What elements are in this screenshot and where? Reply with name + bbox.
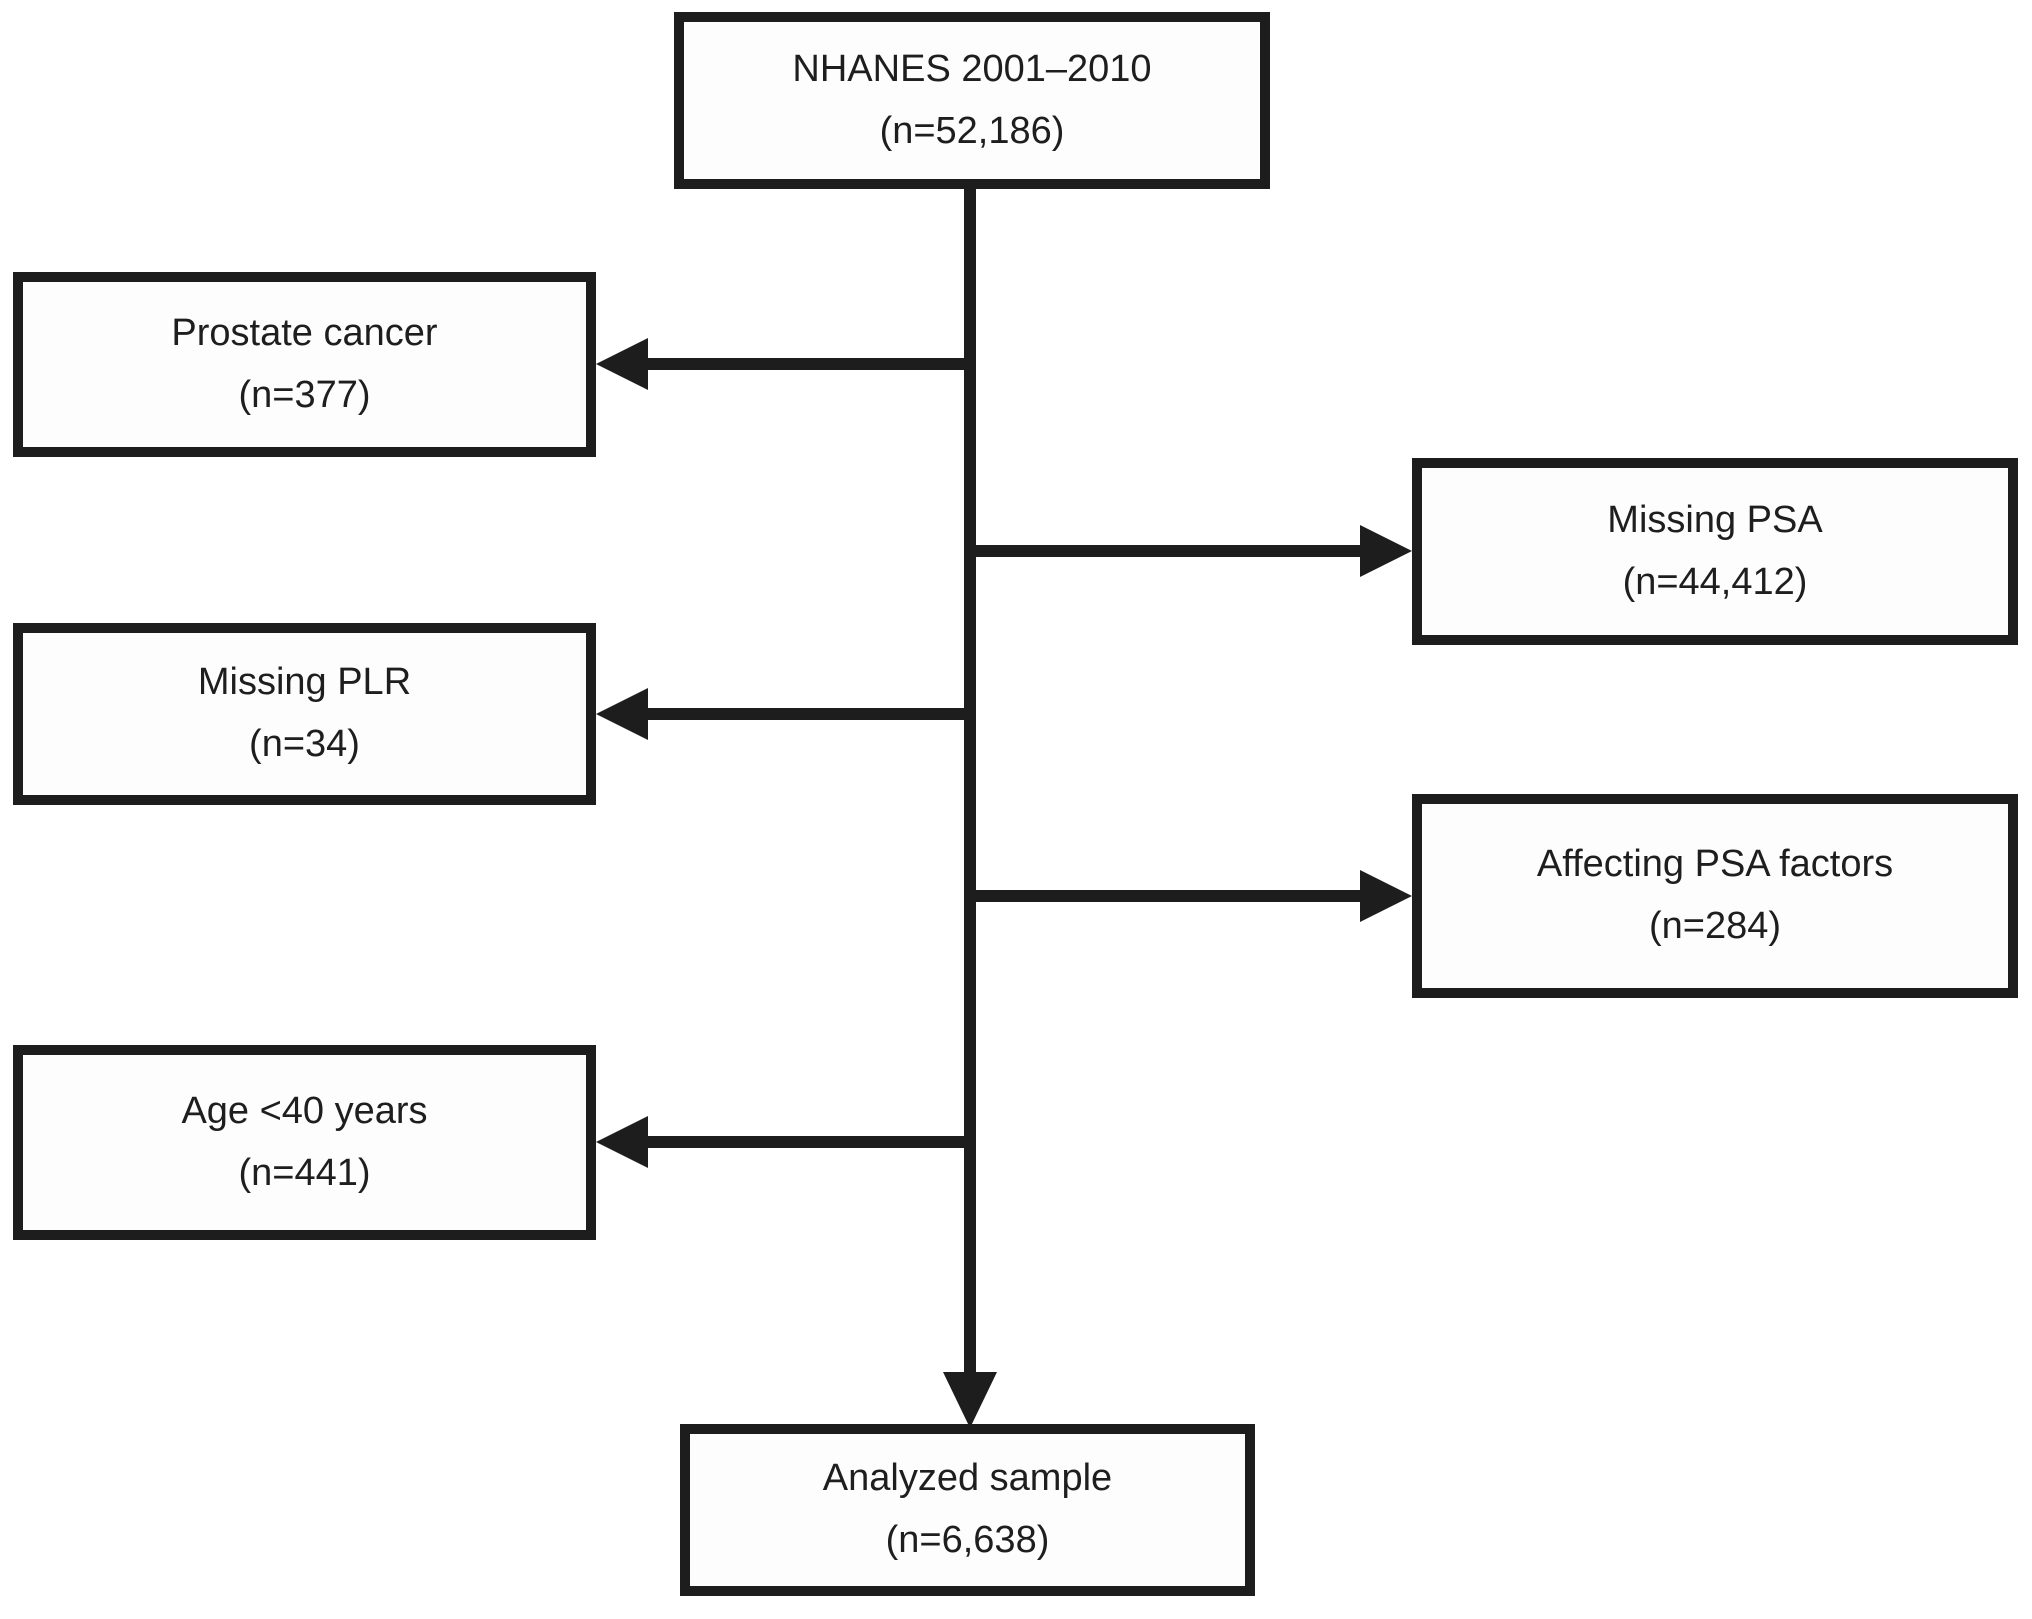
node-age-under-40-label: Age <40 years [181,1089,428,1132]
node-missing-psa: Missing PSA (n=44,412) [1412,458,2018,645]
arrowhead-right-icon [1360,525,1412,577]
node-analyzed-sample: Analyzed sample (n=6,638) [680,1424,1255,1596]
edge-to-prostate-cancer [644,358,964,370]
node-affecting-psa-factors: Affecting PSA factors (n=284) [1412,794,2018,998]
arrowhead-left-icon [596,1116,648,1168]
node-analyzed-sample-label: Analyzed sample [822,1457,1113,1500]
node-analyzed-sample-count: (n=6,638) [885,1519,1050,1561]
arrowhead-down-icon [943,1372,997,1428]
edge-to-age-under-40 [644,1136,964,1148]
node-missing-plr-count: (n=34) [249,723,360,765]
node-source-label: NHANES 2001–2010 [792,47,1152,90]
node-missing-plr-label: Missing PLR [197,661,412,704]
node-affecting-psa-factors-label: Affecting PSA factors [1536,843,1894,886]
arrowhead-right-icon [1360,870,1412,922]
edge-main-vertical [964,186,976,1378]
node-missing-psa-label: Missing PSA [1607,498,1823,541]
node-source-count: (n=52,186) [879,109,1065,152]
edge-to-missing-plr [644,708,964,720]
node-age-under-40-count: (n=441) [238,1151,371,1194]
node-age-under-40: Age <40 years (n=441) [13,1045,596,1240]
arrowhead-left-icon [596,688,648,740]
node-missing-psa-count: (n=44,412) [1622,560,1808,603]
node-missing-plr: Missing PLR (n=34) [13,623,596,805]
edge-to-affecting-psa-factors [976,890,1362,902]
node-prostate-cancer: Prostate cancer (n=377) [13,272,596,457]
arrowhead-left-icon [596,338,648,390]
node-affecting-psa-factors-count: (n=284) [1648,905,1782,947]
node-prostate-cancer-label: Prostate cancer [171,311,438,354]
node-source: NHANES 2001–2010 (n=52,186) [674,12,1270,189]
edge-to-missing-psa [976,545,1362,557]
node-prostate-cancer-count: (n=377) [238,373,371,416]
